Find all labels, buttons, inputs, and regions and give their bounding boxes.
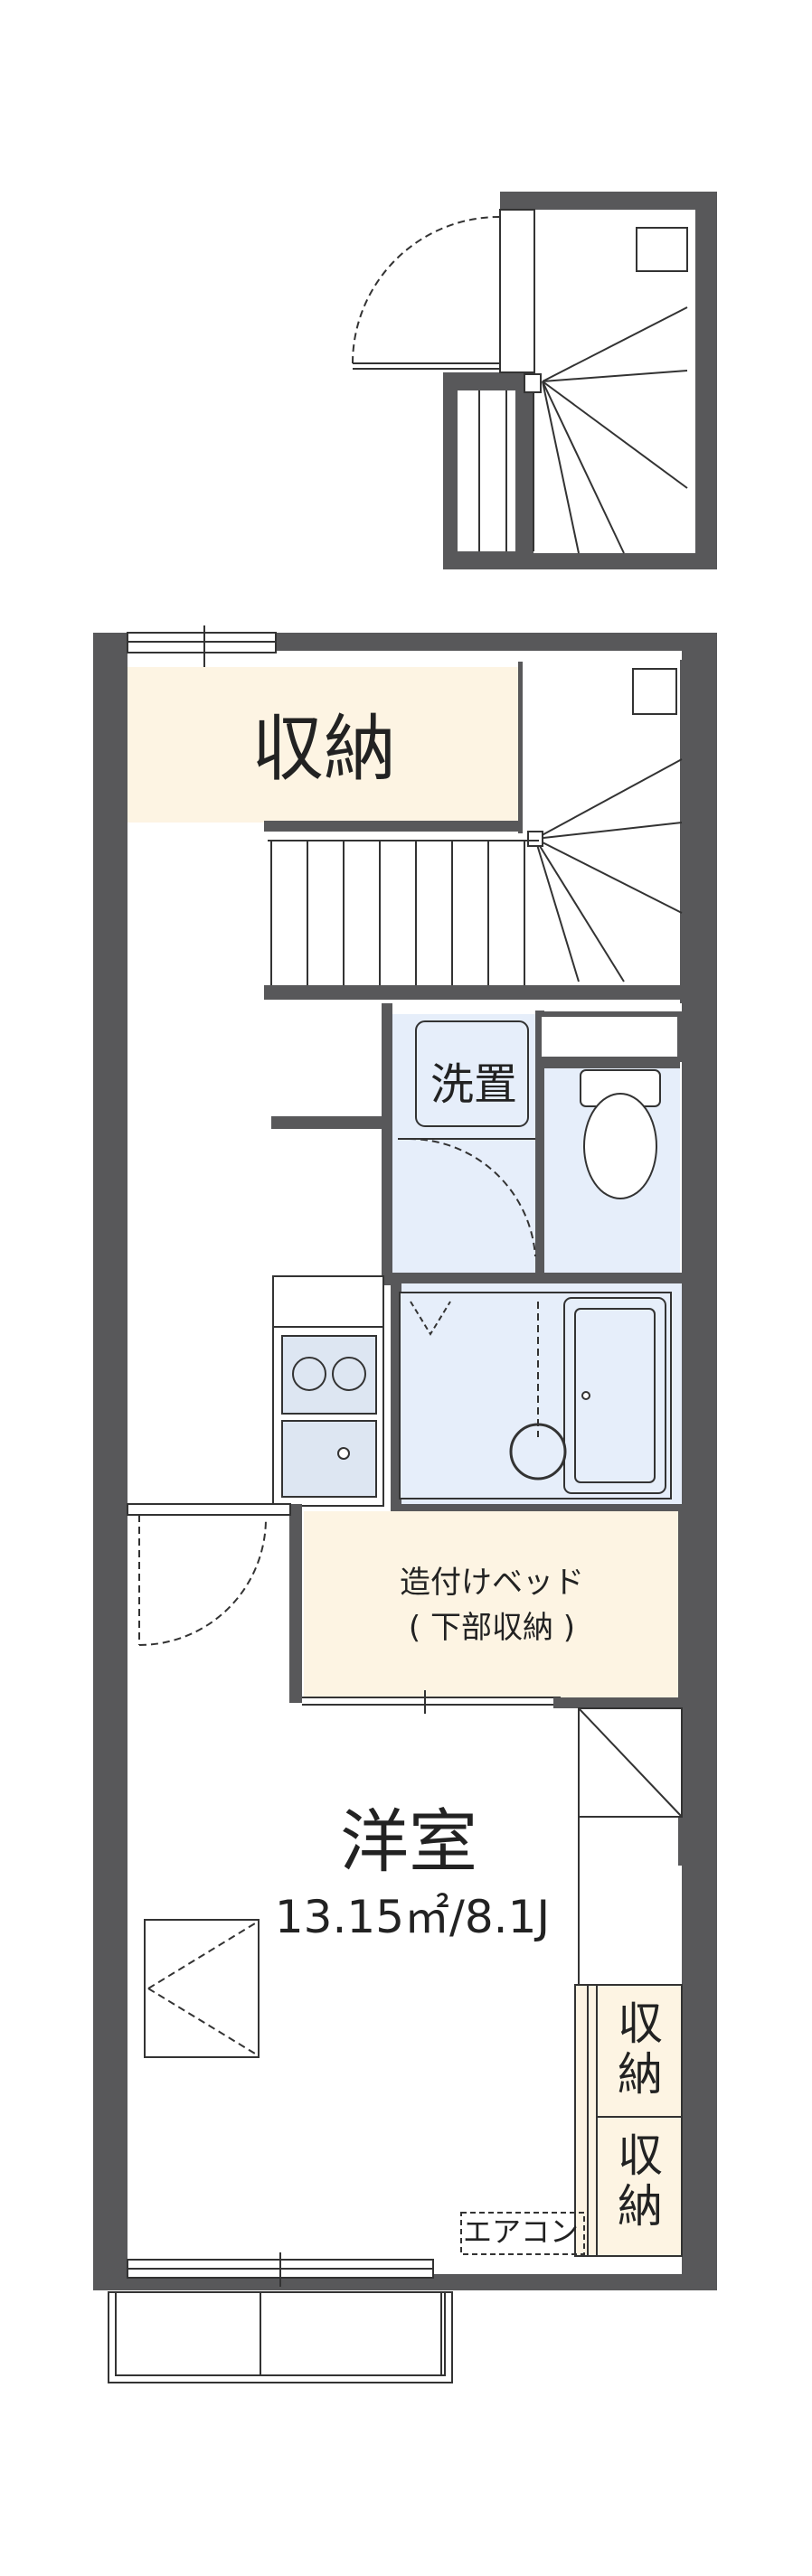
inner-stairs	[264, 660, 694, 1003]
entrance-door	[352, 216, 500, 370]
label-western-room: 洋室	[340, 1801, 477, 1882]
label-storage-small-2b: 納	[618, 2180, 663, 2233]
label-storage-top: 収納	[251, 707, 396, 791]
label-bed-line1: 造付けベッド	[400, 1565, 584, 1601]
wet-areas	[382, 1003, 683, 1517]
label-storage-small-2: 収	[618, 2129, 663, 2182]
storage-top	[127, 662, 529, 833]
kitchen	[271, 1116, 389, 1507]
upper-landing	[352, 192, 717, 569]
label-storage-small-1: 収	[618, 1998, 663, 2050]
label-room-area: 13.15㎡/8.1J	[275, 1891, 550, 1943]
label-air-conditioner: エアコン	[463, 2214, 579, 2249]
bathtub	[563, 1297, 666, 1494]
room-window-left	[144, 1919, 260, 2058]
upper-stairs	[478, 227, 688, 554]
label-bed-line2: ( 下部収納 )	[409, 1610, 575, 1646]
closet-area	[574, 1707, 683, 2257]
air-conditioner	[460, 2212, 585, 2255]
toilet	[580, 1069, 661, 1199]
label-storage-small-1b: 納	[618, 2048, 663, 2101]
room-door	[127, 1503, 291, 1646]
balcony	[108, 2291, 453, 2383]
label-laundry: 洗置	[430, 1059, 517, 1110]
